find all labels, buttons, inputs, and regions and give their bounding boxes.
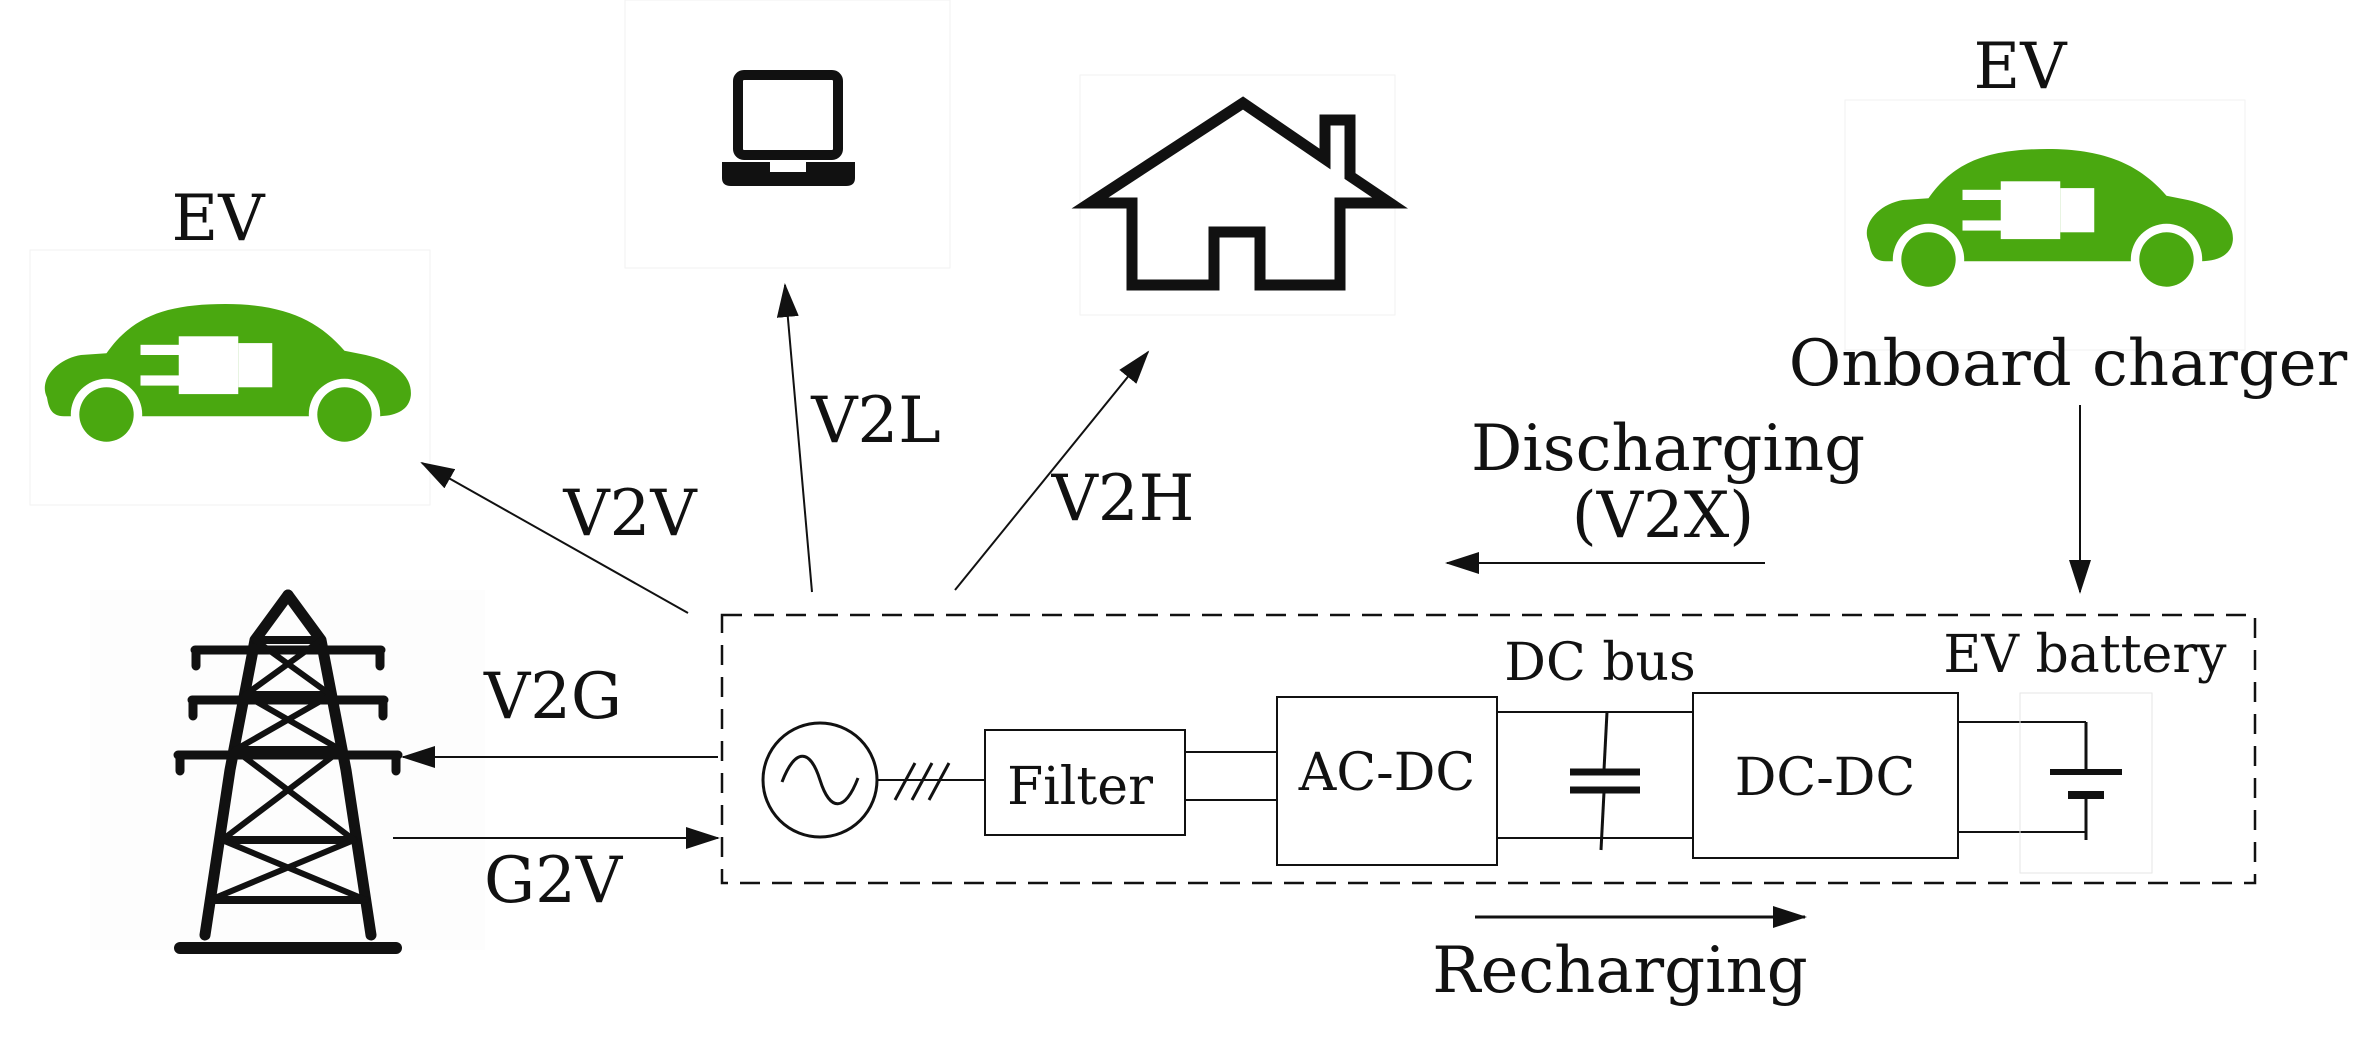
v2v-arrow bbox=[420, 462, 689, 614]
ev-left-label: EV bbox=[172, 182, 267, 256]
dc-dc-label: DC-DC bbox=[1735, 748, 1916, 808]
recharging-label: Recharging bbox=[1432, 934, 1808, 1008]
discharging-label: Discharging bbox=[1471, 412, 1865, 486]
ev-right-label: EV bbox=[1974, 30, 2069, 104]
v2l-label: V2L bbox=[810, 384, 940, 458]
laptop-icon bbox=[722, 70, 855, 186]
v2h-arrow bbox=[954, 350, 1150, 591]
onboard-charger-label: Onboard charger bbox=[1789, 327, 2348, 401]
ac-source-icon bbox=[761, 721, 879, 839]
g2v-label: G2V bbox=[484, 844, 624, 918]
battery-frame bbox=[2019, 692, 2153, 874]
laptop-frame bbox=[624, 0, 951, 269]
ac-dc-block bbox=[1276, 696, 1498, 866]
ac-dc-label: AC-DC bbox=[1298, 743, 1475, 803]
battery-icon bbox=[2050, 722, 2122, 840]
filter-label: Filter bbox=[1007, 757, 1153, 817]
ev-battery-label: EV battery bbox=[1943, 625, 2227, 685]
capacitor-icon bbox=[1570, 711, 1640, 851]
house-icon bbox=[1071, 96, 1408, 291]
converter-boundary bbox=[720, 613, 2257, 885]
v2v-label: V2V bbox=[562, 477, 698, 551]
v2l-arrow bbox=[776, 283, 813, 593]
dc-dc-block bbox=[1692, 692, 1959, 859]
dc-bus-label: DC bus bbox=[1504, 633, 1695, 693]
v2g-label: V2G bbox=[483, 660, 622, 734]
transmission-tower-icon bbox=[173, 589, 403, 954]
v2x-label: (V2X) bbox=[1572, 479, 1754, 553]
three-phase-marks bbox=[893, 762, 951, 801]
filter-block bbox=[984, 729, 1186, 836]
v2h-label: V2H bbox=[1051, 462, 1195, 536]
